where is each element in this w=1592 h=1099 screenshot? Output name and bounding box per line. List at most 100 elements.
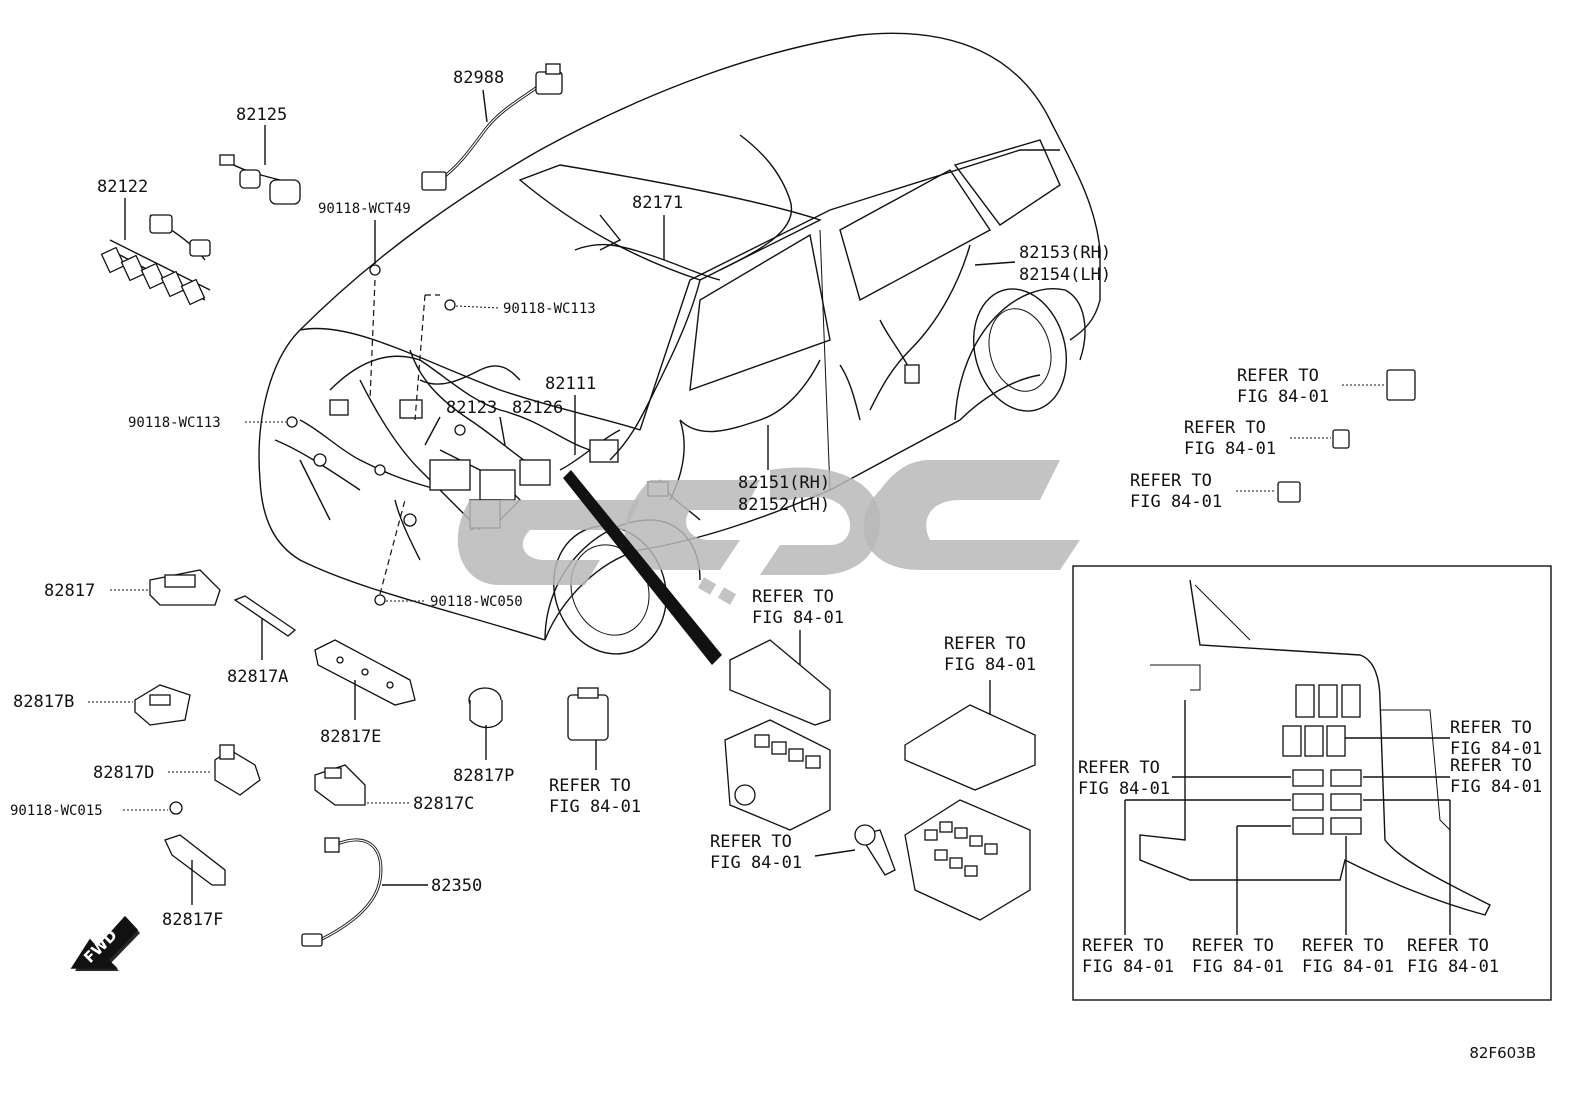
- refer-line1: REFER TO: [1192, 936, 1274, 956]
- refer-line1: REFER TO: [1237, 366, 1319, 386]
- refer-inset-bottom-4: REFER TO FIG 84-01: [1407, 936, 1499, 977]
- relay-small-drawing: [1290, 429, 1350, 449]
- refer-inset-left: REFER TO FIG 84-01: [1078, 758, 1170, 799]
- refer-relay-medium: REFER TO FIG 84-01: [1130, 471, 1222, 512]
- label-90118-wc015: 90118-WC015: [10, 803, 103, 819]
- refer-line2: FIG 84-01: [752, 608, 844, 628]
- label-82153: 82153(RH): [1019, 243, 1111, 263]
- refer-line1: REFER TO: [1082, 936, 1164, 956]
- label-90118-wc113-b: 90118-WC113: [128, 415, 221, 431]
- part-82817c-drawing: [314, 764, 410, 806]
- label-82126: 82126: [512, 398, 563, 418]
- refer-line1: REFER TO: [1130, 471, 1212, 491]
- refer-relay-small: REFER TO FIG 84-01: [1184, 418, 1276, 459]
- refer-line2: FIG 84-01: [1192, 957, 1284, 977]
- label-82154: 82154(LH): [1019, 265, 1111, 285]
- refer-ecu-cover: REFER TO FIG 84-01: [944, 634, 1036, 675]
- refer-line2: FIG 84-01: [1450, 739, 1542, 759]
- part-82122-drawing: [100, 214, 211, 306]
- label-82817a: 82817A: [227, 667, 288, 687]
- junction-block-drawing: [814, 799, 1031, 921]
- label-82151: 82151(RH): [738, 473, 830, 493]
- refer-line2: FIG 84-01: [1450, 777, 1542, 797]
- refer-line1: REFER TO: [752, 587, 834, 607]
- label-82123: 82123: [446, 398, 497, 418]
- refer-fuse-cover: REFER TO FIG 84-01: [752, 587, 844, 628]
- refer-line1: REFER TO: [549, 776, 631, 796]
- refer-line2: FIG 84-01: [1082, 957, 1174, 977]
- label-82122: 82122: [97, 177, 148, 197]
- label-82111: 82111: [545, 374, 596, 394]
- refer-relay-large: REFER TO FIG 84-01: [1237, 366, 1329, 407]
- refer-inset-bottom-2: REFER TO FIG 84-01: [1192, 936, 1284, 977]
- label-82817e: 82817E: [320, 727, 381, 747]
- harness-82171: [574, 134, 793, 461]
- part-82817a-drawing: [233, 595, 297, 660]
- pointer-arrow: [563, 470, 722, 665]
- label-82988: 82988: [453, 68, 504, 88]
- label-82817: 82817: [44, 581, 95, 601]
- label-82125: 82125: [236, 105, 287, 125]
- part-90118-wc113-b-drawing: [245, 416, 298, 428]
- relay-medium-drawing: [1236, 481, 1301, 503]
- part-82817-drawing: [110, 569, 221, 606]
- part-90118-wc015-drawing: [123, 801, 183, 815]
- refer-line1: REFER TO: [1184, 418, 1266, 438]
- label-90118-wct49: 90118-WCT49: [318, 201, 411, 217]
- harness-82153: [839, 244, 971, 421]
- fwd-arrow-icon: FWD: [70, 915, 140, 971]
- label-82817d: 82817D: [93, 763, 154, 783]
- watermark-logo: [457, 460, 1080, 605]
- refer-junction-bolt: REFER TO FIG 84-01: [710, 832, 802, 873]
- label-82817p: 82817P: [453, 766, 514, 786]
- refer-line2: FIG 84-01: [944, 655, 1036, 675]
- refer-line1: REFER TO: [1450, 718, 1532, 738]
- part-82350-drawing: [301, 837, 428, 947]
- refer-line1: REFER TO: [710, 832, 792, 852]
- refer-line2: FIG 84-01: [1302, 957, 1394, 977]
- part-82817e-drawing: [314, 639, 416, 720]
- refer-line2: FIG 84-01: [1407, 957, 1499, 977]
- fuse-box-body-drawing: [724, 719, 831, 831]
- inset-frame: [1072, 565, 1552, 1001]
- refer-line2: FIG 84-01: [1237, 387, 1329, 407]
- fuse-box-cover-drawing: [729, 630, 831, 726]
- refer-line1: REFER TO: [1078, 758, 1160, 778]
- part-82817b-drawing: [88, 684, 191, 726]
- vehicle-outline: [258, 32, 1101, 655]
- refer-line2: FIG 84-01: [1184, 439, 1276, 459]
- refer-line1: REFER TO: [1450, 756, 1532, 776]
- part-82817d-drawing: [168, 744, 261, 796]
- relay-large-drawing: [1342, 369, 1416, 401]
- refer-inset-bottom-1: REFER TO FIG 84-01: [1082, 936, 1174, 977]
- refer-line2: FIG 84-01: [710, 853, 802, 873]
- label-82152: 82152(LH): [738, 495, 830, 515]
- refer-inset-right-top: REFER TO FIG 84-01: [1450, 718, 1542, 759]
- label-82817b: 82817B: [13, 692, 74, 712]
- refer-line2: FIG 84-01: [1130, 492, 1222, 512]
- label-82171: 82171: [632, 193, 683, 213]
- ecu-cover-drawing: [904, 680, 1036, 791]
- refer-center-connector: REFER TO FIG 84-01: [549, 776, 641, 817]
- label-82350: 82350: [431, 876, 482, 896]
- label-90118-wc050: 90118-WC050: [430, 594, 523, 610]
- label-90118-wc113-a: 90118-WC113: [503, 301, 596, 317]
- refer-line1: REFER TO: [1407, 936, 1489, 956]
- part-90118-wc113-a-drawing: [414, 294, 501, 421]
- part-90118-wc050-drawing: [374, 499, 425, 606]
- refer-line1: REFER TO: [944, 634, 1026, 654]
- refer-line2: FIG 84-01: [549, 797, 641, 817]
- refer-inset-right-mid: REFER TO FIG 84-01: [1450, 756, 1542, 797]
- part-90118-wct49-drawing: [369, 220, 381, 401]
- diagram-id: 82F603B: [1469, 1044, 1536, 1062]
- label-82817c: 82817C: [413, 794, 474, 814]
- refer-inset-bottom-3: REFER TO FIG 84-01: [1302, 936, 1394, 977]
- part-82817p-drawing: [468, 687, 503, 760]
- part-82125-drawing: [219, 154, 301, 205]
- part-center-connector-drawing: [567, 687, 609, 770]
- label-82817f: 82817F: [162, 910, 223, 930]
- part-82988-drawing: [421, 63, 563, 191]
- refer-line1: REFER TO: [1302, 936, 1384, 956]
- refer-line2: FIG 84-01: [1078, 779, 1170, 799]
